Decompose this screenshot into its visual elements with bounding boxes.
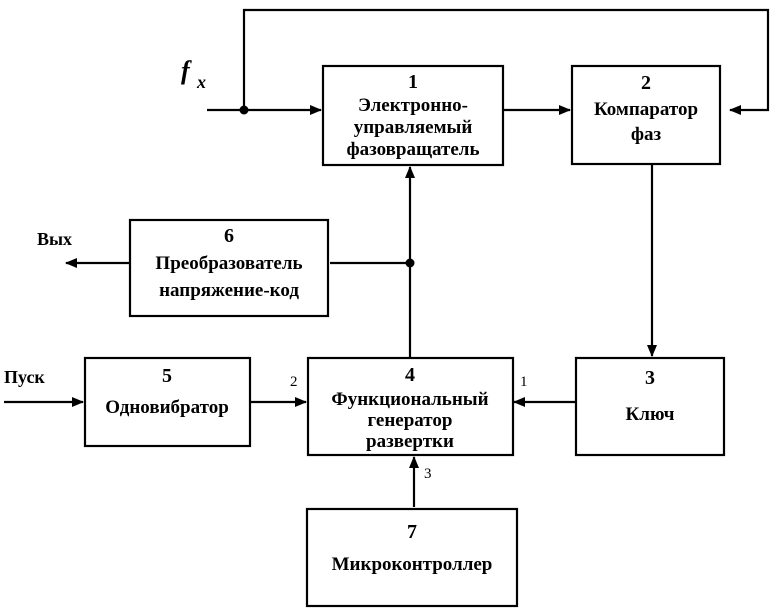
block-1-number: 1 (408, 71, 418, 93)
block-2-label-line-2: фаз (631, 124, 662, 145)
input-fx-label: f x (181, 56, 206, 92)
block-1-label-line-2: управляемый (354, 117, 473, 138)
block-1-phase-shifter: 1 Электронно- управляемый фазовращатель (321, 64, 505, 167)
output-label: Вых (37, 229, 72, 249)
block-4-sweep-generator: 4 Функциональный генератор развертки (306, 356, 515, 457)
start-label: Пуск (4, 367, 45, 387)
input-fx-subscript: x (196, 72, 206, 92)
fx-feedback-loop (242, 8, 770, 115)
block-7-number: 7 (407, 521, 417, 543)
port-2-label: 2 (290, 374, 298, 390)
block-6-voltage-to-code: 6 Преобразователь напряжение-код (128, 218, 330, 318)
block-2-number: 2 (641, 72, 651, 94)
input-fx-letter: f (181, 56, 192, 85)
port-3-label: 3 (424, 466, 432, 482)
block-4-label-line-2: генератор (368, 410, 453, 431)
output-junction-dot (405, 258, 415, 268)
block-4-number: 4 (405, 364, 415, 386)
block-1-label-line-1: Электронно- (358, 95, 468, 116)
block-3-number: 3 (645, 367, 655, 389)
block-5-number: 5 (162, 365, 172, 387)
block-2-label-line-1: Компаратор (594, 99, 698, 120)
block-4-label-line-3: развертки (366, 431, 454, 452)
block-2-phase-comparator: 2 Компаратор фаз (570, 64, 722, 166)
connections (4, 8, 770, 507)
block-7-label-line-1: Микроконтроллер (332, 554, 493, 575)
block-5-label-line-1: Одновибратор (105, 397, 229, 418)
block-6-label-line-2: напряжение-код (159, 280, 299, 301)
block-3-switch: 3 Ключ (574, 356, 726, 457)
port-1-label: 1 (520, 374, 528, 390)
block-6-number: 6 (224, 225, 234, 247)
block-1-label-line-3: фазовращатель (346, 139, 479, 160)
fx-junction-dot (239, 105, 249, 115)
block-6-label-line-1: Преобразователь (155, 253, 302, 274)
block-3-label-line-1: Ключ (626, 404, 675, 425)
block-5-one-shot: 5 Одновибратор (83, 356, 252, 448)
block-4-label-line-1: Функциональный (331, 389, 488, 410)
block-7-microcontroller: 7 Микроконтроллер (305, 507, 519, 608)
